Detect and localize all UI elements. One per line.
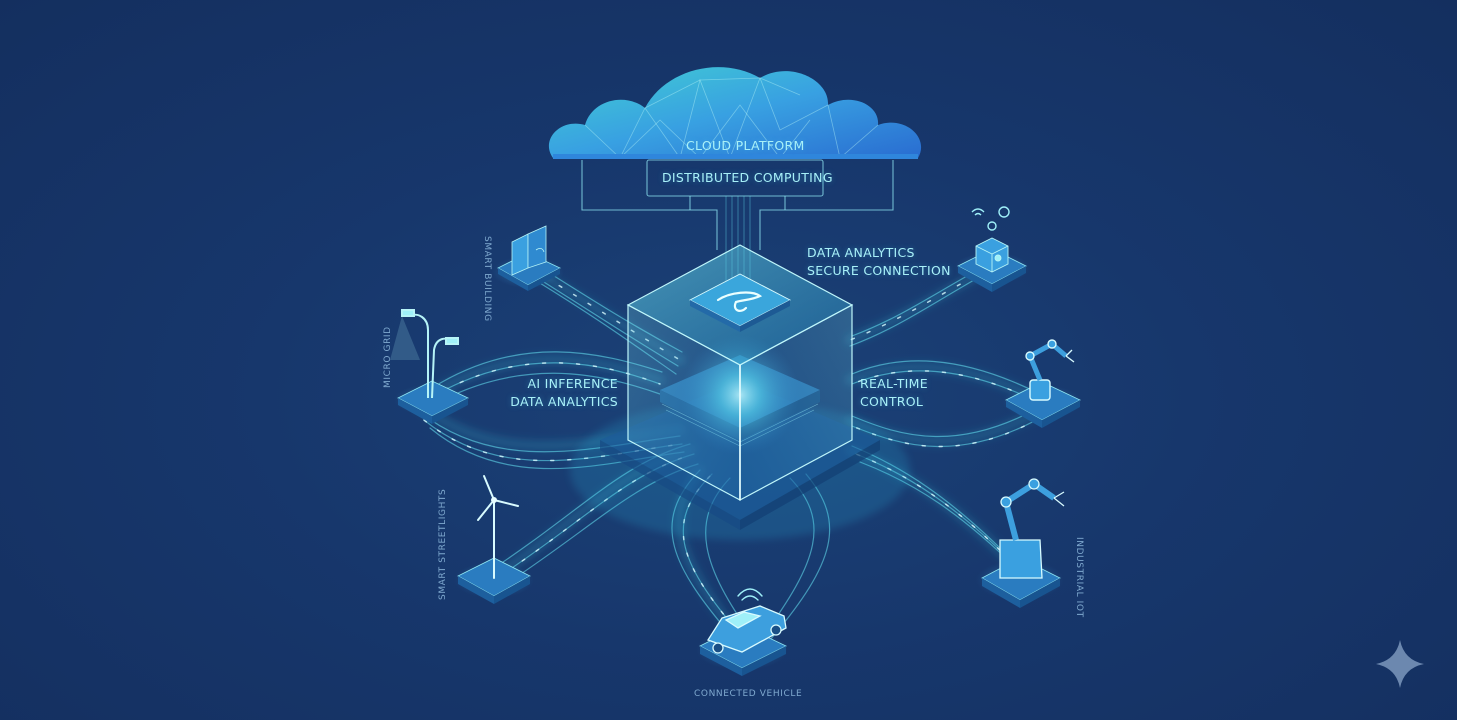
ai-inference-label: AI INFERENCE: [527, 376, 618, 391]
cloud-platform-label: CLOUD PLATFORM: [686, 138, 805, 153]
secure-connection-label: SECURE CONNECTION: [807, 263, 951, 278]
data-analytics-top-label: DATA ANALYTICS: [807, 245, 915, 260]
cloud-icon: [548, 67, 922, 160]
sensor-box-icon: [975, 237, 1009, 273]
industrial-iot-label: INDUSTRIAL IOT: [1074, 537, 1084, 618]
smart-building-node: [492, 225, 564, 291]
micro-grid-label: MICRO GRID: [383, 326, 393, 388]
smart-building-label: SMART BUILDING: [482, 236, 492, 322]
wifi-icon: [737, 588, 763, 601]
platform-logo-icon: [716, 291, 763, 312]
smart-streetlights-node: [454, 475, 534, 604]
connected-vehicle-node: [696, 588, 788, 676]
data-analytics-left-label: DATA ANALYTICS: [510, 394, 618, 409]
robot-arm-icon: [1025, 339, 1075, 401]
distributed-computing-label: DISTRIBUTED COMPUTING: [662, 170, 833, 185]
car-icon: [707, 605, 787, 654]
smart-streetlights-label: SMART STREETLIGHTS: [438, 488, 448, 600]
sparkle-icon: [1376, 640, 1424, 688]
industrial-robot-icon: [999, 478, 1065, 579]
micro-grid-node: [390, 309, 470, 424]
industrial-iot-node: [976, 478, 1065, 608]
connected-vehicle-label: CONNECTED VEHICLE: [694, 689, 803, 699]
edge-compute-cube: [570, 244, 910, 540]
real-time-label: REAL-TIME: [860, 376, 928, 391]
gear-icon: [971, 206, 1010, 231]
streetlight-icon: [401, 309, 459, 399]
iot-hub-node: [954, 206, 1030, 292]
wind-turbine-icon: [477, 475, 519, 579]
control-label: CONTROL: [860, 394, 924, 409]
robot-arm-node-upper: [1002, 339, 1082, 428]
building-icon: [511, 225, 547, 276]
